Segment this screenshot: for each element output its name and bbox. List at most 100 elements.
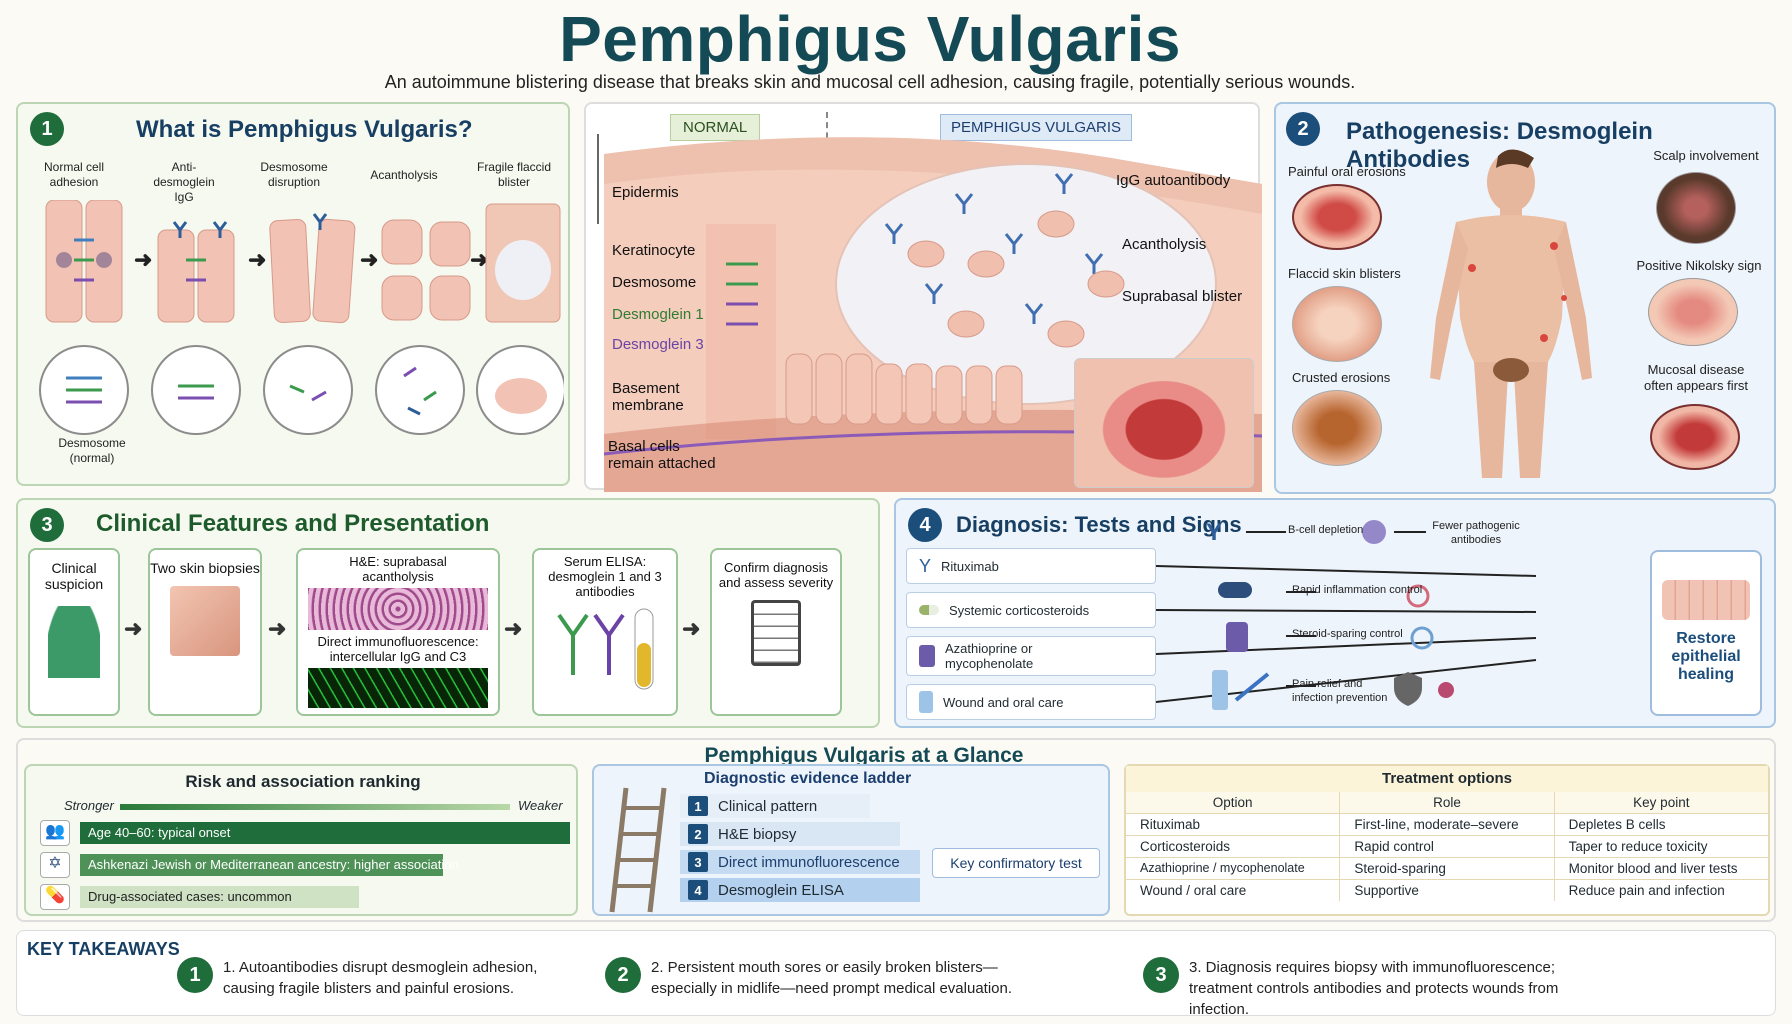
- bottle-icon: [919, 691, 933, 713]
- section-2-title: Pathogenesis: Desmoglein Antibodies: [1346, 118, 1653, 173]
- table-cell: First-line, moderate–severe: [1339, 814, 1553, 835]
- bottle-icon: [1212, 670, 1228, 710]
- bacteria-icon: [1438, 682, 1454, 698]
- elisa-tube-icon: [557, 608, 654, 690]
- mucosal-photo-icon: [1650, 404, 1740, 470]
- risk-bar: [80, 822, 570, 844]
- table-cell: Reduce pain and infection: [1553, 880, 1768, 901]
- treatment-flow-arrows: Y: [1156, 519, 1537, 710]
- risk-label: Ashkenazi Jewish or Mediterranean ancest…: [88, 857, 459, 872]
- step-text: Two skin biopsies: [150, 560, 260, 576]
- page-title: Pemphigus Vulgaris: [559, 3, 1181, 75]
- ladder-panel: Diagnostic evidence ladder 1 Clinical pa…: [592, 764, 1110, 916]
- section-1-title: What is Pemphigus Vulgaris?: [136, 116, 473, 143]
- effect-steroid-sparing: Steroid-sparing control: [1292, 628, 1403, 640]
- table-header: Role: [1339, 792, 1553, 813]
- risk-row-age: 👥 Age 40–60: typical onset: [40, 820, 572, 846]
- svg-text:➜: ➜: [470, 247, 488, 272]
- table-header: Key point: [1553, 792, 1768, 813]
- section-3-number: 3: [30, 508, 64, 542]
- skin-diagram-panel: NORMAL PEMPHIGUS VULGARIS Epidermis: [584, 102, 1262, 492]
- ladder-step-number: 2: [688, 824, 708, 844]
- table-row: Corticosteroids Rapid control Taper to r…: [1126, 836, 1768, 858]
- effect-b-cell: B-cell depletion: [1288, 524, 1364, 536]
- takeaway-number: 2: [605, 957, 641, 993]
- label-desmoglein-3: Desmoglein 3: [612, 336, 704, 353]
- section-3-title: Clinical Features and Presentation: [96, 510, 490, 537]
- takeaways-panel: KEY TAKEAWAYS 1 1. Autoantibodies disrup…: [16, 930, 1776, 1018]
- glance-title: Pemphigus Vulgaris at a Glance: [704, 744, 1024, 767]
- svg-text:➜: ➜: [360, 247, 378, 272]
- section-2-panel: 2 Pathogenesis: Desmoglein Antibodies Pa…: [1274, 102, 1776, 494]
- svg-text:➜: ➜: [248, 247, 266, 272]
- label-oral-erosions: Painful oral erosions: [1288, 164, 1406, 179]
- igg-binding-icon: [157, 221, 235, 323]
- desmosome-caption: Desmosome (normal): [58, 436, 126, 465]
- normal-cells-icon: [45, 200, 123, 323]
- label-desmosome: Desmosome: [612, 274, 697, 291]
- risk-label: Age 40–60: typical onset: [88, 825, 231, 840]
- arrow-icon: ➜: [682, 616, 701, 641]
- table-row: Azathioprine / mycophenolate Steroid-spa…: [1126, 858, 1768, 880]
- risk-row-drug: 💊 Drug-associated cases: uncommon: [40, 884, 572, 910]
- takeaway-number: 1: [177, 957, 213, 993]
- star-of-david-icon: ✡: [40, 852, 70, 878]
- acantholysis-icon: [381, 219, 471, 321]
- pill-bottle-icon: [1226, 622, 1248, 652]
- table-cell: Supportive: [1339, 880, 1553, 901]
- risk-label: Drug-associated cases: uncommon: [88, 889, 292, 904]
- table-cell: Steroid-sparing: [1339, 858, 1553, 879]
- label-crusted-erosions: Crusted erosions: [1292, 370, 1391, 385]
- section-4-number: 4: [908, 508, 942, 542]
- label-flaccid-blisters: Flaccid skin blisters: [1288, 266, 1401, 281]
- normal-label: NORMAL: [670, 114, 761, 141]
- effect-inflammation: Rapid inflammation control: [1292, 584, 1423, 596]
- table-cell: Rituximab: [1140, 817, 1201, 832]
- label-basement-membrane: Basement membrane: [612, 380, 684, 414]
- table-cell: Depletes B cells: [1553, 814, 1768, 835]
- table-cell: Monitor blood and liver tests: [1553, 858, 1768, 879]
- treatment-wound-care: Wound and oral care: [906, 684, 1156, 720]
- table-cell: Corticosteroids: [1140, 839, 1231, 854]
- page-subtitle: An autoimmune blistering disease that br…: [384, 72, 1356, 92]
- doctor-icon: [48, 606, 100, 678]
- capsule-icon: [1218, 582, 1252, 598]
- shield-icon: [1394, 672, 1422, 706]
- outcome-box: Restore epithelial healing: [1650, 550, 1762, 716]
- label-acantholysis: Acantholysis: [1122, 236, 1207, 253]
- oral-erosion-photo-icon: [1292, 184, 1382, 250]
- step-elisa: Serum ELISA: desmoglein 1 and 3 antibodi…: [532, 548, 678, 716]
- step-biopsies: Two skin biopsies: [148, 548, 262, 716]
- b-cell-icon: [1362, 520, 1386, 544]
- label-scalp: Scalp involvement: [1653, 148, 1759, 163]
- ladder-step-1: 1 Clinical pattern: [680, 794, 870, 818]
- step-label: Anti-desmoglein IgG: [153, 160, 215, 204]
- label-mucosal: Mucosal disease often appears first: [1643, 362, 1749, 394]
- table-cell: Azathioprine / mycophenolate: [1140, 861, 1305, 875]
- step-text: Clinical suspicion: [44, 560, 104, 592]
- label-igg: IgG autoantibody: [1116, 172, 1231, 189]
- inflammation-icon: [1406, 584, 1430, 608]
- antibody-icon: Y: [1206, 519, 1222, 546]
- step-label: Fragile flaccid blister: [476, 160, 552, 189]
- arrow-icon: ➜: [268, 616, 287, 641]
- treatment-table-title: Treatment options: [1126, 766, 1768, 792]
- label-epidermis: Epidermis: [612, 184, 679, 201]
- treatment-label: Wound and oral care: [943, 694, 1064, 710]
- igg-closeup-icon: [151, 345, 241, 435]
- ladder-step-label: Desmoglein ELISA: [718, 881, 844, 899]
- label-keratinocyte: Keratinocyte: [612, 242, 696, 259]
- takeaway-text: 2. Persistent mouth sores or easily brok…: [651, 959, 1013, 997]
- disruption-closeup-icon: [263, 345, 353, 435]
- treatment-table: Treatment options Option Role Key point …: [1124, 764, 1770, 916]
- epithelium-icon: [1662, 580, 1750, 620]
- ladder-step-number: 1: [688, 796, 708, 816]
- risk-row-ancestry: ✡ Ashkenazi Jewish or Mediterranean ance…: [40, 852, 572, 878]
- stronger-label: Stronger: [64, 798, 114, 813]
- table-header: Option: [1212, 795, 1253, 810]
- ladder-step-label: Direct immunofluorescence: [718, 853, 900, 871]
- pv-label: PEMPHIGUS VULGARIS: [940, 114, 1133, 141]
- step-label: Acantholysis: [370, 168, 438, 182]
- key-confirmatory-label: Key confirmatory test: [932, 848, 1100, 878]
